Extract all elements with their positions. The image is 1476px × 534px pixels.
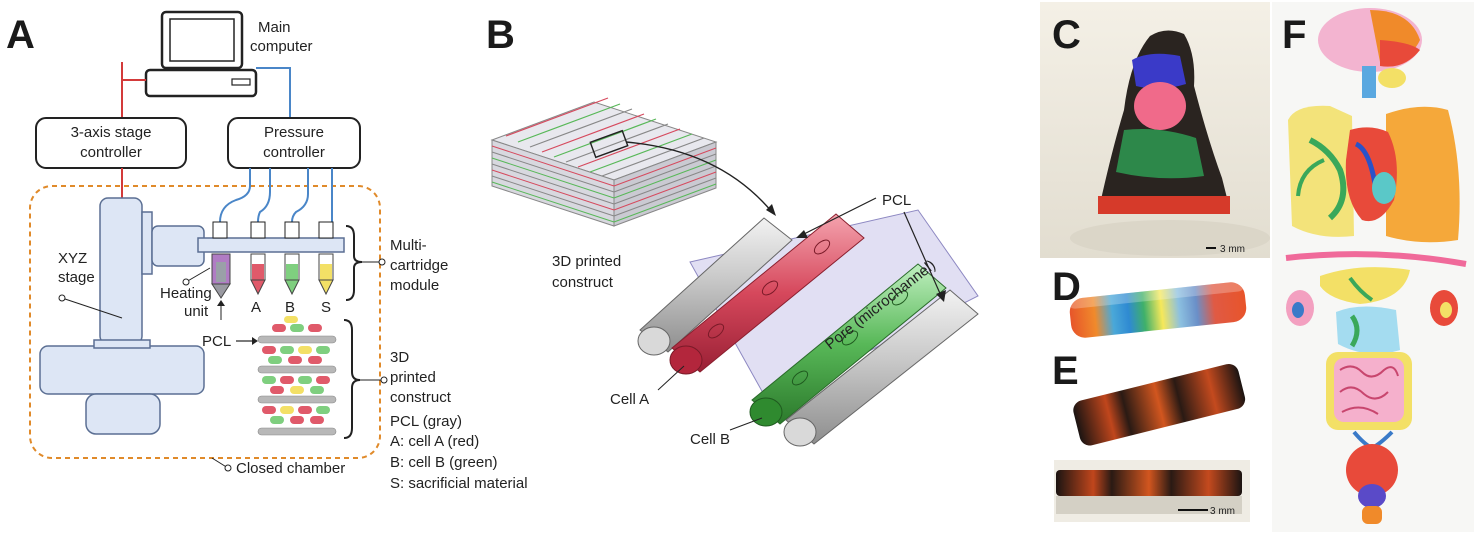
rod-gray-2 [783, 289, 979, 447]
construct-label-line1: 3D [390, 349, 409, 366]
computer-label-line1: Main [258, 19, 291, 36]
e-scale-label: 3 mm [1210, 506, 1235, 517]
cartridge-a [250, 253, 266, 296]
panel-label-c: C [1052, 13, 1081, 57]
pressure-tubes [219, 168, 333, 223]
b-construct-label-line2: construct [552, 274, 614, 291]
printed-lungs-heart [1288, 105, 1460, 243]
xyz-stage-plate [93, 339, 151, 349]
construct-label-line2: printed [390, 369, 436, 386]
construct-label-line3: construct [390, 389, 452, 406]
panel-label-f: F [1282, 13, 1306, 57]
panel-d: D [1052, 265, 1247, 338]
printed-brain [1318, 8, 1422, 98]
construct-pcl-label: PCL [202, 333, 231, 350]
stacked-construct [490, 97, 718, 227]
cartridge-label-a: A [251, 299, 261, 316]
panel-f: F [1272, 2, 1474, 532]
panel-a: A Main computer 3-axis stage controller … [6, 10, 528, 492]
legend-cell-b: B: cell B (green) [390, 454, 498, 471]
b-construct-label-line1: 3D printed [552, 253, 621, 270]
heating-label-line1: Heating [160, 285, 212, 302]
panel-c: 3 mm C [1040, 2, 1270, 258]
cell-b-label: Cell B [690, 431, 730, 448]
xyz-stage-base [39, 345, 205, 395]
module-bracket [345, 225, 363, 301]
b-pcl-label: PCL [882, 192, 911, 209]
blue-cable [256, 67, 291, 118]
xyz-label-line2: stage [58, 269, 95, 286]
rod-gray-1 [637, 217, 793, 356]
red-cable [121, 62, 146, 118]
legend-sacrificial: S: sacrificial material [390, 475, 528, 492]
rod-red [669, 213, 865, 375]
closed-chamber-outline [29, 185, 381, 459]
cartridge-rail [197, 237, 345, 253]
printed-stomach [1336, 306, 1400, 354]
cartridge-label-b: B [285, 299, 295, 316]
module-label-line3: module [390, 277, 439, 294]
xyz-label-line1: XYZ [58, 250, 87, 267]
stage-controller-label-line2: controller [80, 144, 142, 161]
strip-top-view [1073, 363, 1246, 446]
legend-pcl: PCL (gray) [390, 413, 462, 430]
printed-intestines [1326, 352, 1412, 430]
printed-bladder [1346, 430, 1398, 524]
printed-ear-construct [1098, 30, 1230, 214]
cartridge-label-s: S [321, 299, 331, 316]
heating-label-line2: unit [184, 303, 209, 320]
pressure-controller-box [227, 117, 361, 169]
stage-controller-box [35, 117, 187, 169]
module-label-line2: cartridge [390, 257, 448, 274]
pressure-controller-label-line2: controller [263, 144, 325, 161]
panel-label-a: A [6, 13, 35, 57]
computer-icon [144, 10, 258, 98]
printed-liver [1320, 267, 1410, 304]
stage-controller-label-line1: 3-axis stage [71, 124, 152, 141]
closed-chamber-label: Closed chamber [236, 460, 345, 477]
xyz-stage-column [99, 197, 143, 345]
pressure-controller-label-line1: Pressure [264, 124, 324, 141]
printed-kidneys [1286, 290, 1458, 326]
xyz-stage-foot [85, 393, 161, 435]
c-scale-label: 3 mm [1220, 244, 1245, 255]
multicolor-strip [1068, 281, 1247, 338]
printed-diaphragm [1285, 251, 1467, 267]
panel-b: B [486, 13, 979, 448]
construct-diagram [257, 316, 337, 436]
computer-label-line2: computer [250, 38, 313, 55]
legend-cell-a: A: cell A (red) [390, 433, 479, 450]
panel-label-e: E [1052, 349, 1079, 393]
cartridge-s [318, 253, 334, 296]
xyz-stage-head [151, 225, 205, 267]
panel-label-b: B [486, 13, 515, 57]
panel-e: E 3 mm [1052, 349, 1250, 522]
cartridge-caps [212, 221, 334, 239]
xyz-stage-bracket [141, 211, 153, 275]
cartridge-b [284, 253, 300, 296]
construct-bracket [343, 319, 361, 439]
cell-a-label: Cell A [610, 391, 649, 408]
module-label-line1: Multi- [390, 237, 427, 254]
zoom-arrow [625, 141, 773, 213]
cartridge-heating [211, 253, 231, 299]
